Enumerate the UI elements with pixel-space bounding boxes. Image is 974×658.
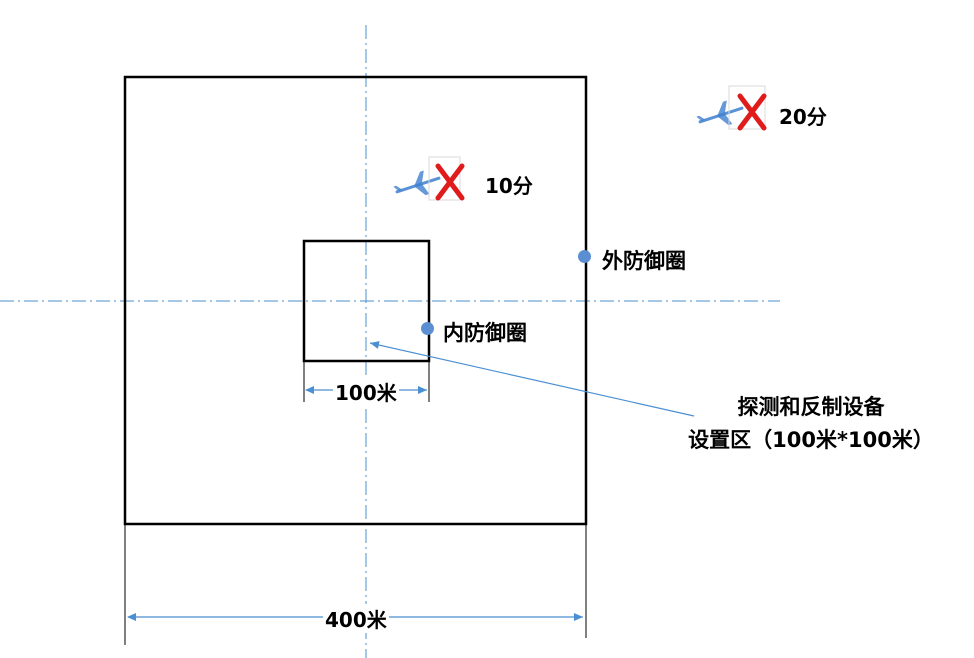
target-20-time-label: 20分 xyxy=(779,105,827,129)
equipment-leader-line xyxy=(369,341,695,417)
x-mark-icon xyxy=(737,93,767,131)
inner-ring-marker xyxy=(421,322,434,335)
airplane-icon xyxy=(393,170,441,196)
outer-defense-square xyxy=(123,75,588,526)
target-20-min xyxy=(696,85,767,131)
outer-dimension-label: 400米 xyxy=(323,604,389,633)
target-10-time-label: 10分 xyxy=(485,174,533,198)
target-10-min xyxy=(393,156,465,201)
x-mark-icon xyxy=(435,163,465,201)
inner-ring-label: 内防御圈 xyxy=(443,321,527,345)
outer-ring-label: 外防御圈 xyxy=(602,249,686,273)
inner-defense-square xyxy=(302,239,431,363)
airplane-icon xyxy=(696,100,744,126)
inner-dimension-label: 100米 xyxy=(333,377,399,406)
equipment-zone-note-line2: 设置区（100米*100米） xyxy=(688,428,934,452)
equipment-zone-note-line1: 探测和反制设备 xyxy=(737,395,885,419)
equipment-zone-note: 探测和反制设备 设置区（100米*100米） xyxy=(666,391,956,457)
outer-ring-marker xyxy=(578,250,591,263)
